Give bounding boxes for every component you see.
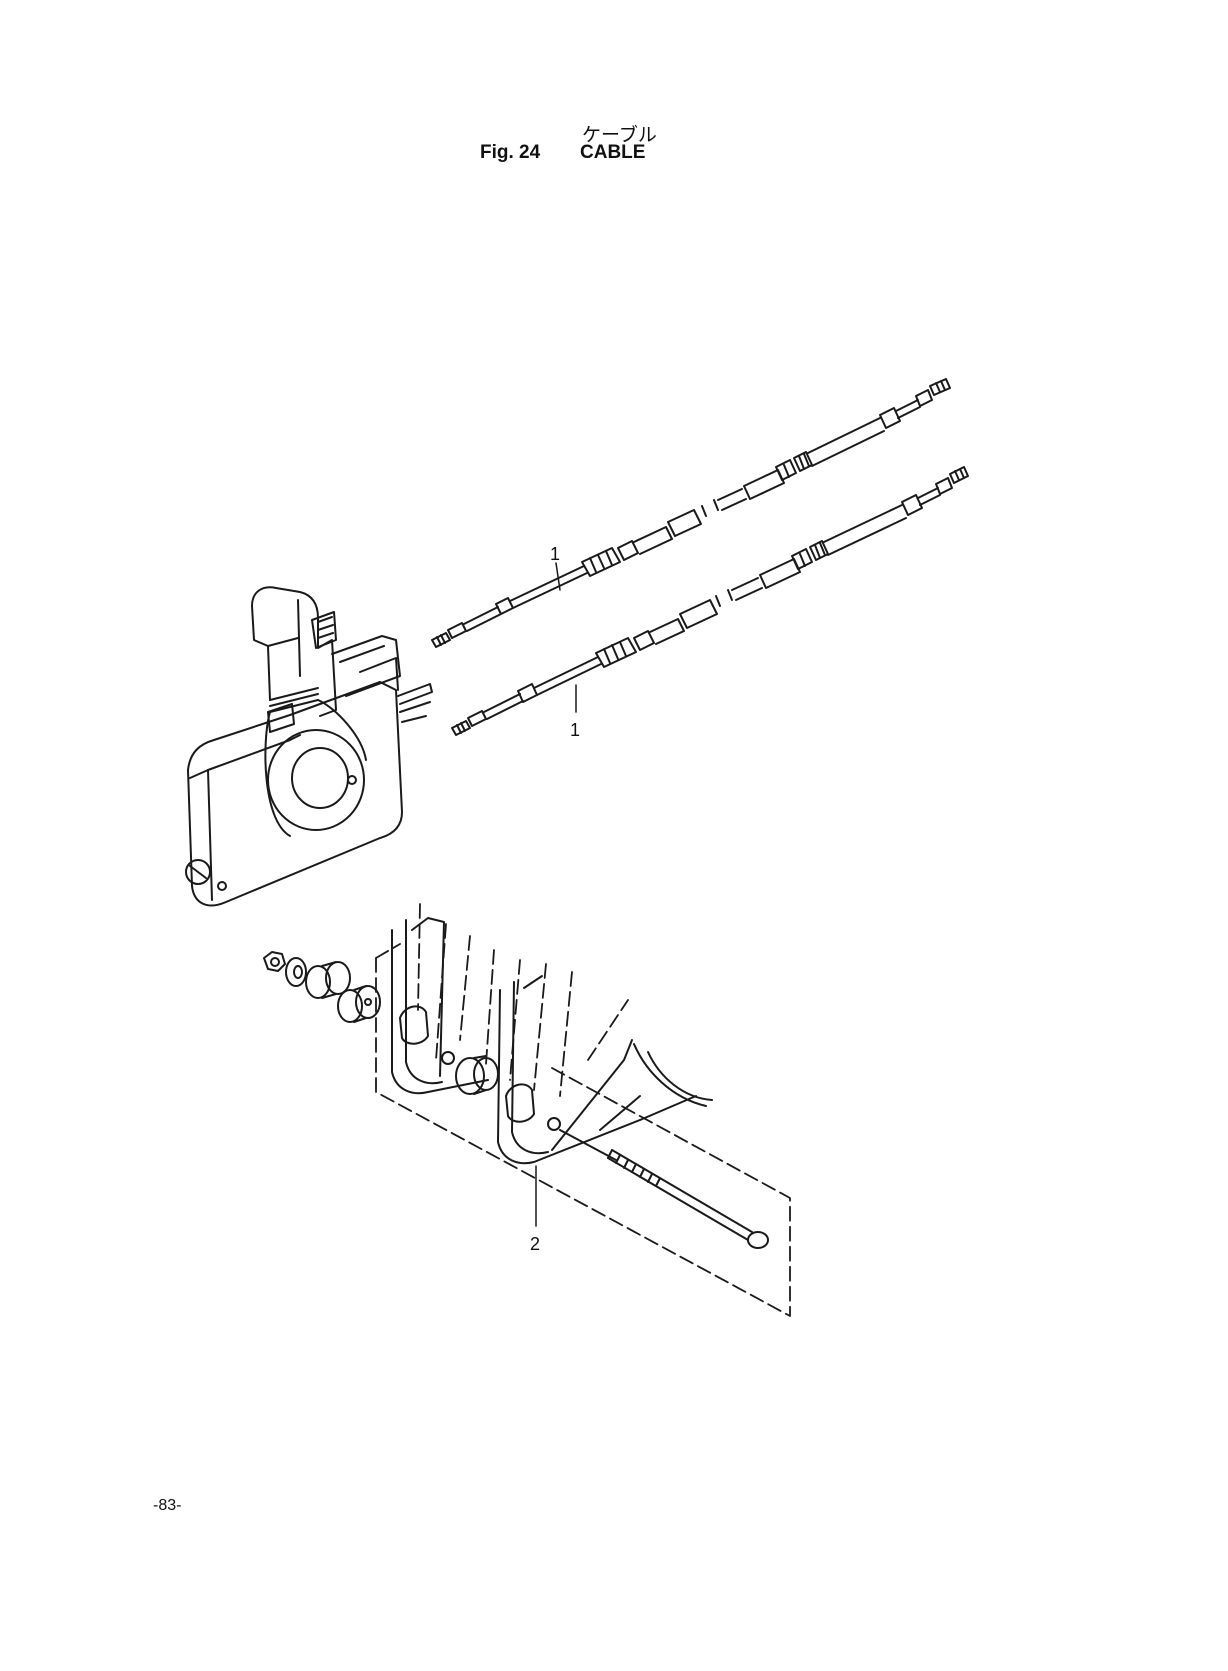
figure-caption: CABLE	[580, 142, 646, 163]
callout-bracket-kit: 2	[530, 1234, 540, 1254]
callout-cable-upper: 1	[550, 544, 560, 564]
control-cable-lower	[451, 466, 969, 736]
callout-leaders	[535, 562, 577, 1227]
figure-title: Fig. 24 CABLE	[480, 142, 645, 164]
remote-control-box	[185, 586, 433, 907]
callout-cable-lower: 1	[570, 720, 580, 740]
title-japanese: ケーブル	[582, 124, 657, 146]
assembly-group-outline	[375, 903, 791, 1317]
control-cable-upper	[431, 378, 951, 648]
mounting-bracket	[391, 917, 769, 1249]
figure-number: Fig. 24	[480, 142, 541, 163]
page-number: -83-	[153, 1497, 182, 1514]
mounting-hardware	[263, 951, 381, 1023]
